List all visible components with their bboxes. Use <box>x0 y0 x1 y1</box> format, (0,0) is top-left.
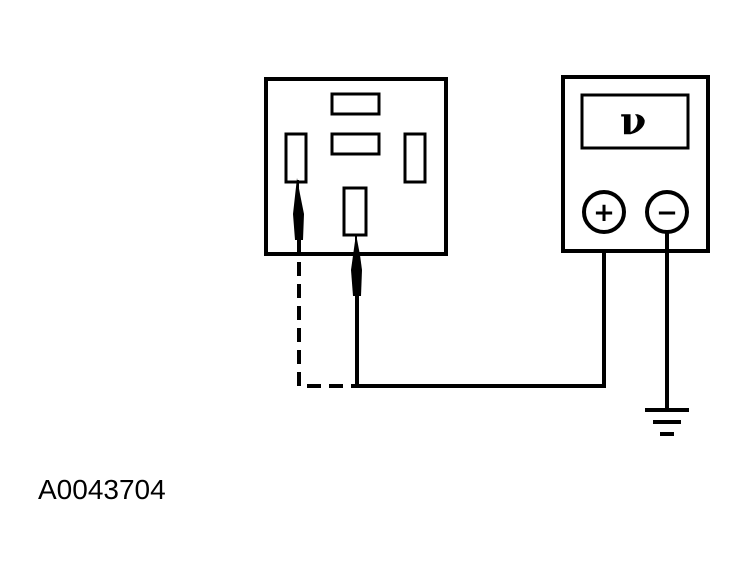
test-probes <box>293 178 362 296</box>
ground-icon <box>645 408 689 436</box>
voltmeter-display-symbol: ν <box>620 98 646 143</box>
negative-terminal-label: − <box>656 198 678 228</box>
alternate-dashed-lead <box>297 240 357 388</box>
voltmeter: ν + − <box>561 75 710 253</box>
connector-terminal-bottom <box>342 186 368 237</box>
figure-id-label: A0043704 <box>38 474 166 505</box>
probe-left-tip <box>293 178 304 240</box>
voltmeter-display <box>580 93 690 150</box>
positive-terminal-label: + <box>593 198 615 228</box>
connector-terminal-top <box>330 92 381 116</box>
connector-terminal-middle <box>330 132 381 156</box>
connector-terminal-right <box>403 132 427 184</box>
connector <box>264 77 448 256</box>
positive-test-lead <box>355 232 606 388</box>
positive-terminal <box>582 190 626 234</box>
connector-terminal-left <box>284 132 308 184</box>
probe-right-tip <box>351 234 362 296</box>
